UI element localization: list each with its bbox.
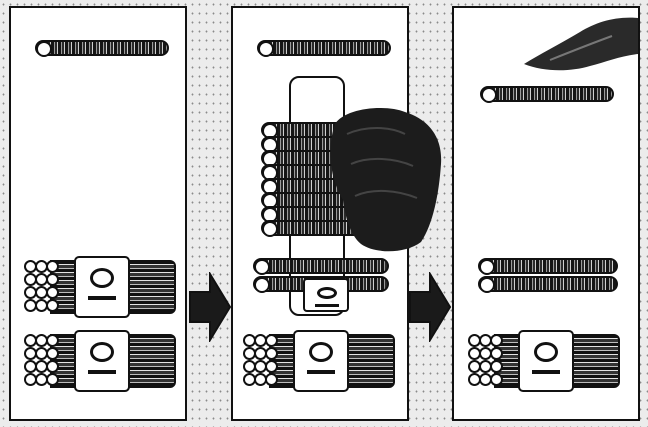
bundle-rolls [24, 256, 62, 318]
panel-2 [231, 6, 442, 421]
panel-3 [452, 6, 640, 421]
cash-bundle [243, 330, 395, 392]
cash-bundle [24, 256, 176, 318]
cash-bar [480, 86, 614, 103]
cash-bundle [468, 330, 620, 392]
hand-icon [330, 108, 442, 252]
lower-bar [478, 276, 618, 293]
bundle-band [293, 330, 349, 392]
arrow-right-icon [189, 272, 232, 342]
cash-bar [35, 40, 169, 57]
bundle-band [518, 330, 574, 392]
panel-1 [9, 6, 187, 421]
bundle-band [74, 256, 130, 318]
lower-bar [253, 258, 389, 275]
bundle-rolls [24, 330, 62, 392]
arrow-right-icon [409, 272, 452, 342]
bundle-rolls [468, 330, 506, 392]
cash-bar [257, 40, 391, 57]
cash-bundle [24, 330, 176, 392]
bundle-band [74, 330, 130, 392]
lower-bar [478, 258, 618, 275]
bundle-rolls [243, 330, 281, 392]
hand-icon [524, 17, 638, 71]
band-tag [303, 278, 349, 312]
